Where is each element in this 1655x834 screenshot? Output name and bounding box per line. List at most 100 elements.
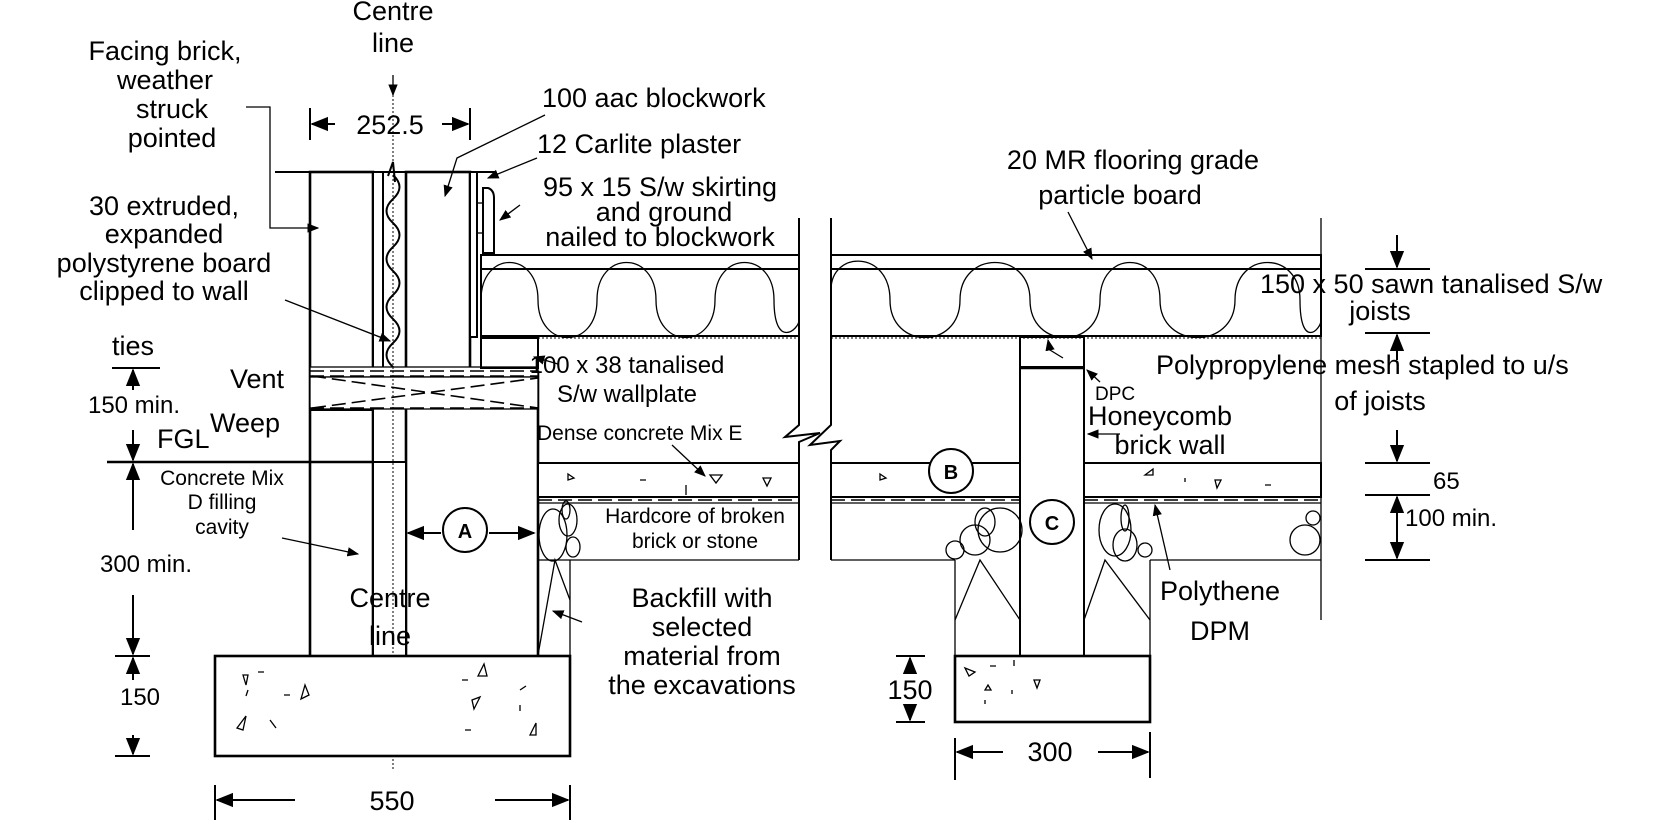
svg-text:150 min.: 150 min. xyxy=(88,392,180,419)
sleeper-wallplate xyxy=(1019,336,1085,368)
svg-text:550: 550 xyxy=(369,786,414,816)
floor-right-bay xyxy=(830,218,1322,658)
dimension-wall-width: 252.5 xyxy=(309,108,471,140)
dimension-sleeper-footing: 150 300 xyxy=(887,655,1151,780)
backfill xyxy=(537,557,571,656)
label-backfill: Backfill with selected material from the… xyxy=(551,583,796,700)
svg-text:A: A xyxy=(458,521,472,543)
svg-text:Hardcore of broken: Hardcore of broken xyxy=(605,505,785,528)
dimension-footing-width: 550 xyxy=(214,785,571,820)
svg-text:100 x 38 tanalised: 100 x 38 tanalised xyxy=(530,352,725,379)
wallplate xyxy=(480,337,539,369)
dimension-slab: 65 100 min. xyxy=(1365,430,1497,561)
cavity-concrete-fill xyxy=(372,461,407,663)
oversite-slab-right xyxy=(1083,462,1322,498)
label-fgl: FGL xyxy=(157,424,210,454)
oversite-slab-mid xyxy=(830,462,1021,498)
label-hardcore: Hardcore of broken brick or stone xyxy=(605,505,785,553)
label-weep: Weep xyxy=(210,408,280,438)
svg-text:nailed to blockwork: nailed to blockwork xyxy=(545,222,775,252)
svg-text:Vent: Vent xyxy=(230,364,285,394)
label-polystyrene: 30 extruded, expanded polystyrene board … xyxy=(57,191,392,342)
skirting xyxy=(482,187,495,254)
svg-text:D filling: D filling xyxy=(188,491,257,514)
svg-text:Polythene: Polythene xyxy=(1160,576,1280,606)
svg-text:particle board: particle board xyxy=(1038,180,1202,210)
sleeper-footing xyxy=(953,654,1152,724)
hardcore-stones xyxy=(538,500,581,562)
svg-text:Polypropylene mesh stapled to: Polypropylene mesh stapled to u/s xyxy=(1156,350,1569,380)
marker-c: C xyxy=(1029,499,1075,545)
backfill-mid xyxy=(954,558,1151,621)
honeycomb-brick-wall xyxy=(1019,336,1085,658)
svg-text:brick or stone: brick or stone xyxy=(632,530,758,553)
svg-text:material from: material from xyxy=(623,641,781,671)
svg-text:252.5: 252.5 xyxy=(356,110,424,140)
svg-text:Backfill with: Backfill with xyxy=(631,583,772,613)
svg-text:Facing brick,: Facing brick, xyxy=(88,36,241,66)
svg-text:DPC: DPC xyxy=(1095,384,1135,405)
label-centre-line-top: Centre line xyxy=(352,0,433,58)
svg-text:brick wall: brick wall xyxy=(1114,430,1225,460)
marker-b: B xyxy=(928,448,974,494)
oversite-slab-left xyxy=(537,462,800,498)
label-vent: Vent xyxy=(230,364,285,394)
svg-text:the excavations: the excavations xyxy=(608,670,796,700)
svg-text:300 min.: 300 min. xyxy=(100,551,192,578)
label-flooring: 20 MR flooring grade particle board xyxy=(1007,145,1259,261)
label-concrete-fill: Concrete Mix D filling cavity xyxy=(160,467,360,557)
svg-text:150: 150 xyxy=(887,675,932,705)
cavity-wall xyxy=(107,75,540,770)
svg-text:FGL: FGL xyxy=(157,424,210,454)
svg-text:ties: ties xyxy=(112,331,154,361)
svg-text:cavity: cavity xyxy=(195,516,249,539)
svg-text:clipped to wall: clipped to wall xyxy=(79,276,249,306)
svg-text:Centre: Centre xyxy=(349,583,430,613)
svg-text:line: line xyxy=(369,621,411,651)
label-blockwork: 100 aac blockwork xyxy=(443,83,766,198)
svg-text:weather: weather xyxy=(116,65,213,95)
svg-text:expanded: expanded xyxy=(105,219,224,249)
svg-text:Dense concrete Mix E: Dense concrete Mix E xyxy=(537,422,742,445)
floor-left-bay xyxy=(480,254,800,656)
label-centre-line-bottom: Centre line xyxy=(349,583,430,651)
svg-text:95 x 15 S/w skirting: 95 x 15 S/w skirting xyxy=(543,172,777,202)
plaster xyxy=(469,171,478,338)
svg-text:C: C xyxy=(1045,513,1059,535)
svg-text:struck: struck xyxy=(136,94,209,124)
svg-text:100 aac blockwork: 100 aac blockwork xyxy=(542,83,766,113)
dimension-left-vertical: 150 min. 300 min. 150 xyxy=(88,367,192,757)
label-polythene: Polythene DPM xyxy=(1152,503,1280,646)
concrete-aggregate xyxy=(235,662,537,736)
strip-footing xyxy=(213,654,572,758)
label-dense-concrete: Dense concrete Mix E xyxy=(537,422,742,477)
svg-text:150: 150 xyxy=(120,684,160,711)
svg-text:pointed: pointed xyxy=(128,123,217,153)
svg-text:Concrete Mix: Concrete Mix xyxy=(160,467,284,490)
svg-text:Weep: Weep xyxy=(210,408,280,438)
svg-text:Centre: Centre xyxy=(352,0,433,26)
label-ties: ties xyxy=(112,331,154,361)
weep-brick xyxy=(309,409,374,463)
svg-text:joists: joists xyxy=(1348,296,1411,326)
label-joists: 150 x 50 sawn tanalised S/w joists xyxy=(1260,269,1603,326)
svg-text:and ground: and ground xyxy=(596,197,733,227)
svg-text:of joists: of joists xyxy=(1334,386,1426,416)
svg-text:polystyrene board: polystyrene board xyxy=(57,248,272,278)
svg-text:Honeycomb: Honeycomb xyxy=(1088,401,1232,431)
svg-text:300: 300 xyxy=(1027,737,1072,767)
svg-text:150 x 50 sawn tanalised S/w: 150 x 50 sawn tanalised S/w xyxy=(1260,269,1603,299)
svg-text:12 Carlite plaster: 12 Carlite plaster xyxy=(537,129,741,159)
label-facing-brick: Facing brick, weather struck pointed xyxy=(88,36,320,233)
dimension-joists xyxy=(1365,235,1430,360)
svg-text:S/w wallplate: S/w wallplate xyxy=(557,381,697,408)
svg-text:20 MR flooring grade: 20 MR flooring grade xyxy=(1007,145,1259,175)
svg-text:line: line xyxy=(372,28,414,58)
inner-leaf-blockwork xyxy=(404,170,472,374)
marker-a: A xyxy=(406,507,536,553)
label-dpc: DPC xyxy=(1086,369,1135,405)
label-skirting: 95 x 15 S/w skirting and ground nailed t… xyxy=(499,172,777,252)
svg-text:100 min.: 100 min. xyxy=(1405,505,1497,532)
svg-text:DPM: DPM xyxy=(1190,616,1250,646)
